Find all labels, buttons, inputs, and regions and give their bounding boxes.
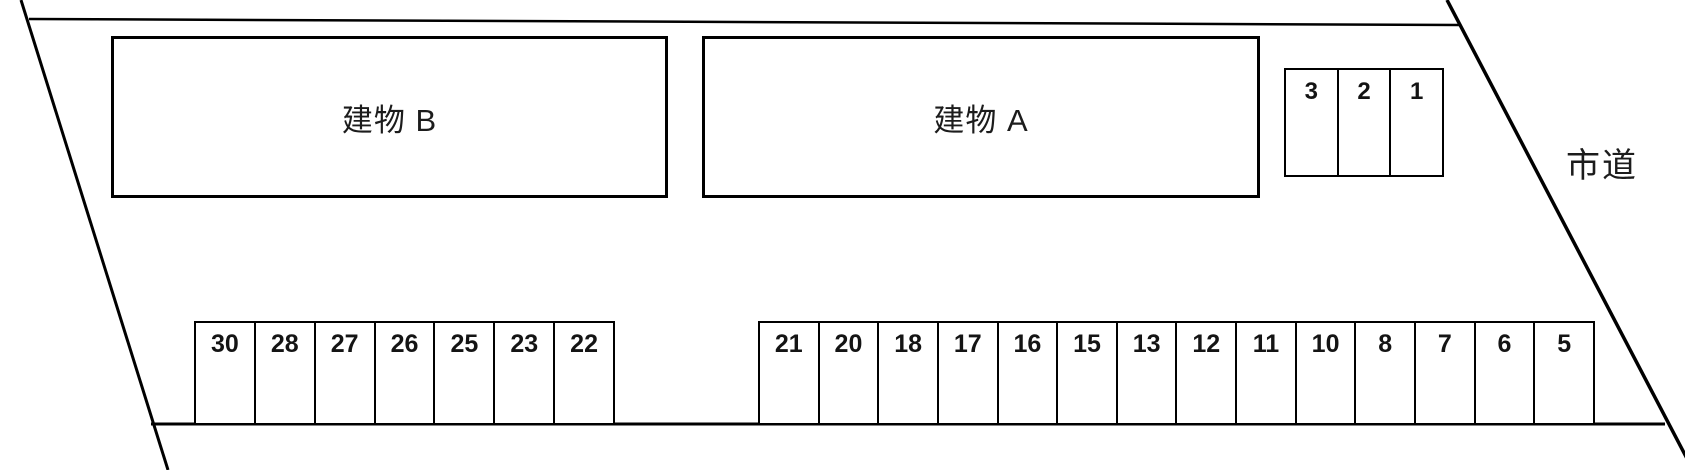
parking-stall: 26 <box>376 323 436 423</box>
parking-stall: 25 <box>435 323 496 423</box>
parking-stall: 22 <box>570 330 598 358</box>
parking-stall: 12 <box>1177 323 1238 423</box>
parking-stall: 21 <box>760 323 820 423</box>
building-b-label: 建物 B <box>341 102 438 138</box>
parking-stall: 16 <box>999 323 1059 423</box>
building-a-label: 建物 A <box>933 102 1029 138</box>
parking-stall: 1 <box>1410 78 1424 105</box>
boundary-right-line <box>1445 0 1685 459</box>
parking-stall: 30 <box>196 323 256 423</box>
parking-stall: 2 <box>1339 70 1392 175</box>
parking-stall: 17 <box>939 323 999 423</box>
parking-stall: 8 <box>1356 323 1417 423</box>
building-b: 建物 B <box>111 36 668 198</box>
parking-stall: 10 <box>1297 323 1357 423</box>
parking-stall: 18 <box>879 323 939 423</box>
parking-stall: 11 <box>1237 323 1297 423</box>
parking-stall: 23 <box>495 323 556 423</box>
parking-stall: 6 <box>1476 323 1536 423</box>
road-label: 市道 <box>1566 147 1638 185</box>
building-a: 建物 A <box>702 36 1260 198</box>
parking-stall: 28 <box>256 323 316 423</box>
parking-stall: 27 <box>316 323 376 423</box>
parking-stall: 7 <box>1416 323 1476 423</box>
boundary-top-line <box>28 17 1461 27</box>
parking-stall: 3 <box>1286 70 1339 175</box>
parking-stall: 5 <box>1557 330 1572 358</box>
parking-stall: 15 <box>1058 323 1118 423</box>
parking-stall: 13 <box>1118 323 1178 423</box>
boundary-left-line <box>19 0 170 470</box>
parking-stall: 20 <box>820 323 880 423</box>
